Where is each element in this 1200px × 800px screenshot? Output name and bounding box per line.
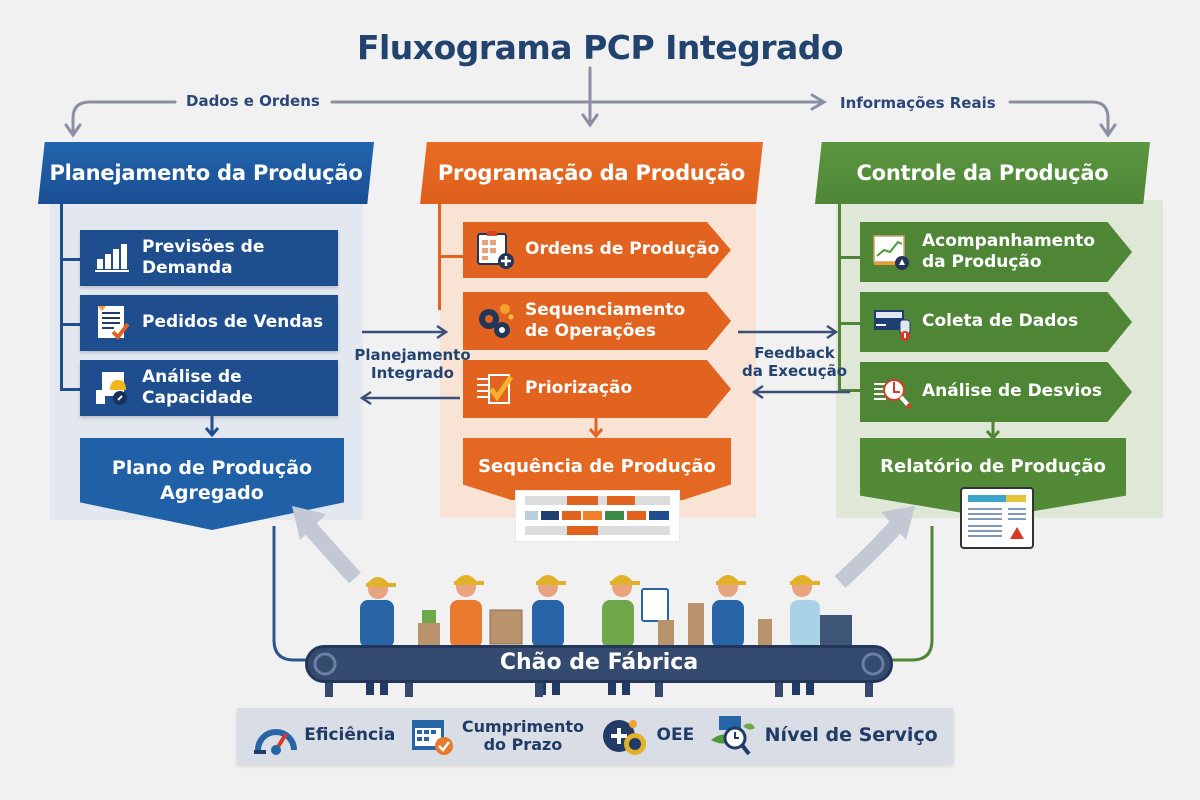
connector xyxy=(838,256,862,259)
flow-label-real-info: Informações Reais xyxy=(840,94,996,112)
magnifier-chart-icon xyxy=(872,373,912,411)
kpi-label: do Prazo xyxy=(483,735,563,754)
connector xyxy=(838,389,862,392)
item-deviation-analysis[interactable]: Análise de Desvios xyxy=(860,362,1132,422)
feedback-loop-arrows xyxy=(272,506,934,662)
arrow-down-icon xyxy=(588,417,604,439)
connector xyxy=(60,388,82,391)
item-demand-forecast[interactable]: Previsões de Demanda xyxy=(80,230,338,286)
kpi-service-level[interactable]: Nível de Serviço xyxy=(709,716,938,756)
worker-icon xyxy=(450,575,484,648)
flow-line: Feedback xyxy=(754,344,835,362)
header-control[interactable]: Controle da Produção xyxy=(815,142,1150,204)
page-title: Fluxograma PCP Integrado xyxy=(356,28,844,67)
kpi-label: Nível de Serviço xyxy=(764,724,938,747)
shop-floor-label: Chão de Fábrica xyxy=(499,650,699,675)
item-label: da Produção xyxy=(922,252,1042,272)
flow-line: da Execução xyxy=(741,362,848,380)
calendar-check-icon xyxy=(410,717,456,755)
item-prioritization[interactable]: Priorização xyxy=(463,360,731,418)
bar-chart-icon xyxy=(92,239,132,277)
flow-label-integrated-planning: Planejamento Integrado xyxy=(350,346,475,382)
worker-icon xyxy=(712,575,746,648)
header-planning[interactable]: Planejamento da Produção xyxy=(38,142,374,204)
connector xyxy=(60,258,82,261)
item-label: Análise de Capacidade xyxy=(142,366,253,408)
output-line: Agregado xyxy=(160,481,264,504)
item-label: Análise de Desvios xyxy=(922,381,1103,402)
item-label: Ordens de Produção xyxy=(525,239,720,260)
monitor-chart-icon xyxy=(872,233,912,271)
middle-flow-arrows xyxy=(359,324,850,406)
kpi-on-time[interactable]: Cumprimento do Prazo xyxy=(410,717,584,755)
header-scheduling[interactable]: Programação da Produção xyxy=(420,142,763,204)
output-line: Relatório de Produção xyxy=(880,456,1106,477)
control-spine xyxy=(838,200,841,390)
conveyor-belt xyxy=(305,645,893,683)
checklist-icon xyxy=(475,370,515,408)
capacity-icon xyxy=(92,369,132,407)
flow-label-execution-feedback: Feedback da Execução xyxy=(732,344,857,380)
kpi-efficiency[interactable]: Eficiência xyxy=(252,717,395,755)
flow-line: Planejamento xyxy=(354,346,471,364)
data-terminal-icon xyxy=(872,303,912,341)
planning-spine xyxy=(60,200,63,388)
report-icon xyxy=(960,487,1034,549)
item-production-monitoring[interactable]: Acompanhamento da Produção xyxy=(860,222,1132,282)
item-label: Coleta de Dados xyxy=(922,311,1079,332)
arrow-down-icon xyxy=(204,416,220,438)
worker-icon xyxy=(360,577,396,695)
item-label: Pedidos de Vendas xyxy=(142,312,324,333)
gauge-icon xyxy=(252,717,298,755)
kpi-label: Cumprimento xyxy=(461,716,585,736)
flow-label-data-orders: Dados e Ordens xyxy=(186,92,320,110)
conveyor-details xyxy=(313,652,885,697)
item-data-collection[interactable]: Coleta de Dados xyxy=(860,292,1132,352)
gear-plus-icon xyxy=(599,717,651,755)
item-capacity-analysis[interactable]: Análise de Capacidade xyxy=(80,360,338,416)
connector xyxy=(438,255,464,258)
item-sales-orders[interactable]: Pedidos de Vendas xyxy=(80,295,338,351)
connector xyxy=(60,323,82,326)
gantt-chart-icon xyxy=(515,490,680,542)
output-line: Plano de Produção xyxy=(111,457,313,479)
document-check-icon xyxy=(92,304,132,342)
output-line: Sequência de Produção xyxy=(478,456,716,477)
gears-icon xyxy=(475,302,515,340)
kpi-bar: Eficiência Cumprimento do Prazo OEE Níve… xyxy=(237,708,953,764)
clipboard-icon xyxy=(641,588,669,622)
item-label: Acompanhamento xyxy=(922,230,1096,251)
top-flow-arrows xyxy=(64,66,1117,138)
kpi-label: Eficiência xyxy=(304,725,396,746)
service-magnifier-icon xyxy=(709,716,759,756)
item-operation-sequencing[interactable]: Sequenciamento de Operações xyxy=(463,292,731,350)
kpi-label: OEE xyxy=(656,725,695,746)
item-label: Sequenciamento xyxy=(525,299,686,320)
clipboard-plus-icon xyxy=(475,231,515,269)
item-production-orders[interactable]: Ordens de Produção xyxy=(463,222,731,278)
item-label: Previsões de Demanda xyxy=(142,236,265,278)
item-label: Priorização xyxy=(525,378,633,399)
connector xyxy=(838,322,862,325)
kpi-oee[interactable]: OEE xyxy=(599,717,695,755)
item-label: de Operações xyxy=(525,321,657,341)
flow-line: Integrado xyxy=(371,364,454,382)
